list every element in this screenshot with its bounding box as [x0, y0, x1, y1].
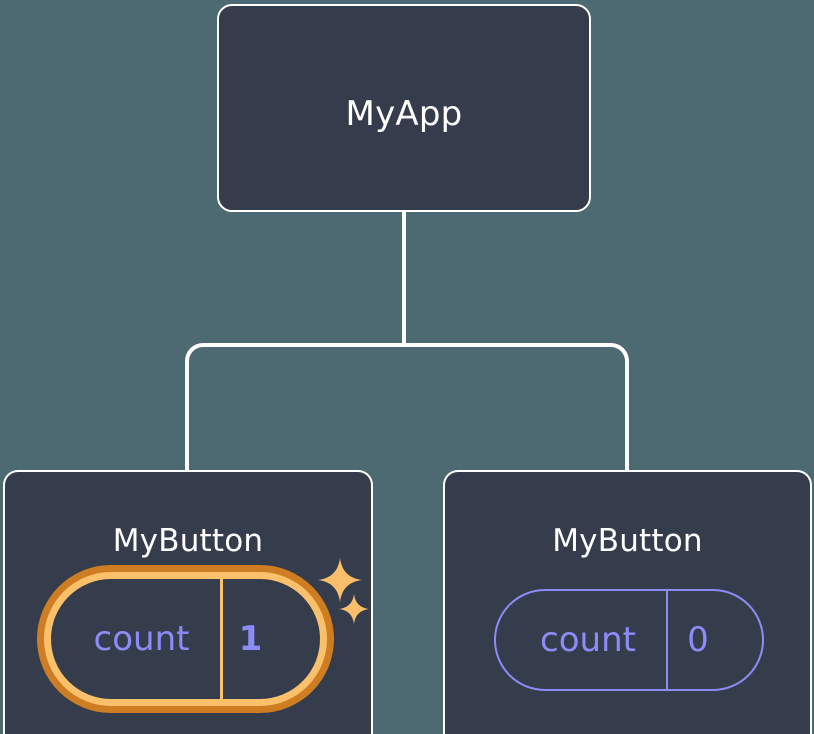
node-mybutton-left-label: MyButton: [112, 523, 264, 559]
state-value-left: 1: [238, 619, 263, 659]
node-mybutton-right[interactable]: MyButton: [443, 470, 812, 734]
connector-root-stem: [402, 210, 406, 345]
state-key-right: count: [496, 591, 668, 689]
state-pill-right[interactable]: count 0: [494, 589, 764, 691]
connector-children-bracket: [185, 343, 629, 473]
state-key-left: count: [51, 579, 223, 699]
state-pill-left[interactable]: count 1: [44, 572, 327, 706]
node-myapp-label: MyApp: [345, 94, 463, 134]
node-mybutton-right-label: MyButton: [552, 523, 703, 559]
state-value-right: 0: [687, 620, 709, 660]
node-myapp[interactable]: MyApp: [217, 4, 591, 212]
